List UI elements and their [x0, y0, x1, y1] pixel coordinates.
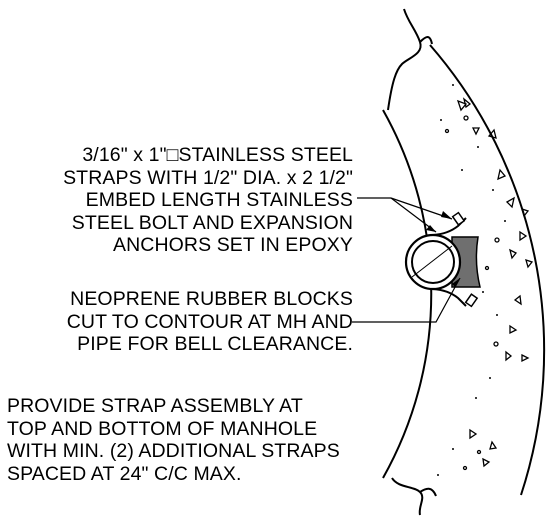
pipe-section: [404, 233, 462, 291]
pipe-outer-wall: [404, 233, 462, 291]
leader-strap-to-strap: [390, 197, 437, 233]
break-line-bottom: [391, 477, 424, 516]
manhole-wall-inner-face: [382, 109, 433, 479]
leader-blocks-note: [352, 277, 461, 323]
note-strap-line: STEEL BOLT AND EXPANSION: [71, 211, 353, 234]
note-neoprene-blocks: NEOPRENE RUBBER BLOCKS CUT TO CONTOUR AT…: [20, 288, 353, 356]
manhole-wall-outer-face: [429, 44, 546, 496]
note-strap-assembly-location: PROVIDE STRAP ASSEMBLY AT TOP AND BOTTOM…: [7, 395, 367, 485]
expansion-anchor-bolts: [451, 211, 479, 308]
note-assembly-line: PROVIDE STRAP ASSEMBLY AT: [7, 395, 303, 417]
note-strap-line: ANCHORS SET IN EPOXY: [112, 234, 353, 256]
manhole-wall: [382, 44, 546, 496]
concrete-dots: [437, 84, 506, 476]
note-blocks-line: PIPE FOR BELL CLEARANCE.: [77, 333, 353, 355]
concrete-hatch: [444, 97, 534, 471]
break-line-top-tail: [419, 36, 433, 45]
stainless-steel-strap: [432, 217, 467, 307]
leader-arrowheads: [426, 211, 460, 287]
note-strap-line: 3/16" x 1"□STAINLESS STEEL: [82, 144, 353, 166]
note-assembly-line: TOP AND BOTTOM OF MANHOLE: [7, 417, 318, 440]
note-blocks-line: NEOPRENE RUBBER BLOCKS: [70, 288, 353, 310]
break-line-top: [387, 8, 422, 111]
pipe-inner-wall: [411, 240, 455, 284]
note-strap-line: STRAPS WITH 1/2" DIA. x 2 1/2": [63, 166, 353, 189]
note-strap-assembly-spec: 3/16" x 1"□STAINLESS STEEL STRAPS WITH 1…: [40, 144, 353, 257]
neoprene-rubber-block: [451, 236, 481, 288]
note-blocks-line: CUT TO CONTOUR AT MH AND: [66, 310, 353, 333]
pipe-centerline: [411, 245, 453, 278]
note-strap-line: EMBED LENGTH STAINLESS: [85, 189, 353, 211]
break-line-bottom-tail: [419, 487, 437, 497]
note-assembly-line: SPACED AT 24" C/C MAX.: [7, 462, 242, 485]
note-assembly-line: WITH MIN. (2) ADDITIONAL STRAPS: [7, 440, 340, 462]
